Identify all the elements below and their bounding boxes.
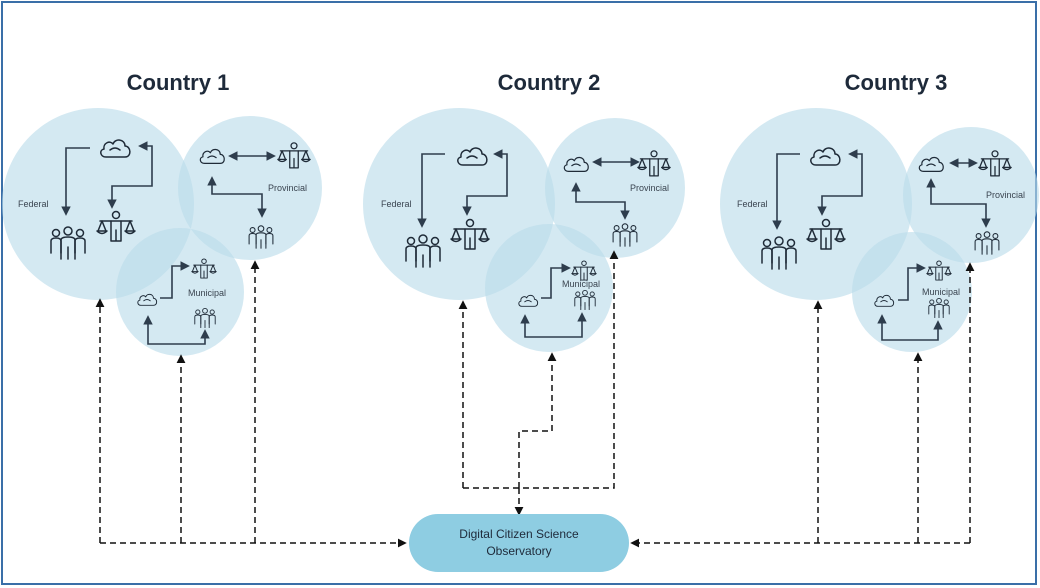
country-3-cluster: Federal Provincial Municipal bbox=[720, 108, 1039, 352]
dashed-connectors bbox=[95, 250, 975, 548]
country-3-federal-label: Federal bbox=[737, 199, 768, 209]
country-2-provincial-label: Provincial bbox=[630, 183, 669, 193]
observatory-label-line2: Observatory bbox=[486, 544, 551, 558]
country-1-provincial-label: Provincial bbox=[268, 183, 307, 193]
observatory-shape bbox=[409, 514, 629, 572]
country-3-federal-circle bbox=[720, 108, 912, 300]
country-2-title: Country 2 bbox=[498, 70, 601, 95]
country-3-municipal-label: Municipal bbox=[922, 287, 960, 297]
country-2-municipal-label: Municipal bbox=[562, 279, 600, 289]
country-1-municipal-label: Municipal bbox=[188, 288, 226, 298]
country-1-title: Country 1 bbox=[127, 70, 230, 95]
country-2-federal-label: Federal bbox=[381, 199, 412, 209]
observatory-label-line1: Digital Citizen Science bbox=[459, 527, 579, 541]
country-3-title: Country 3 bbox=[845, 70, 948, 95]
country-3-provincial-label: Provincial bbox=[986, 190, 1025, 200]
country-1-cluster: Federal Provincial Municipal bbox=[2, 108, 322, 356]
observatory-node: Digital Citizen Science Observatory bbox=[409, 514, 629, 572]
country-1-federal-label: Federal bbox=[18, 199, 49, 209]
country-2-cluster: Federal Provincial Municipal bbox=[363, 108, 685, 352]
